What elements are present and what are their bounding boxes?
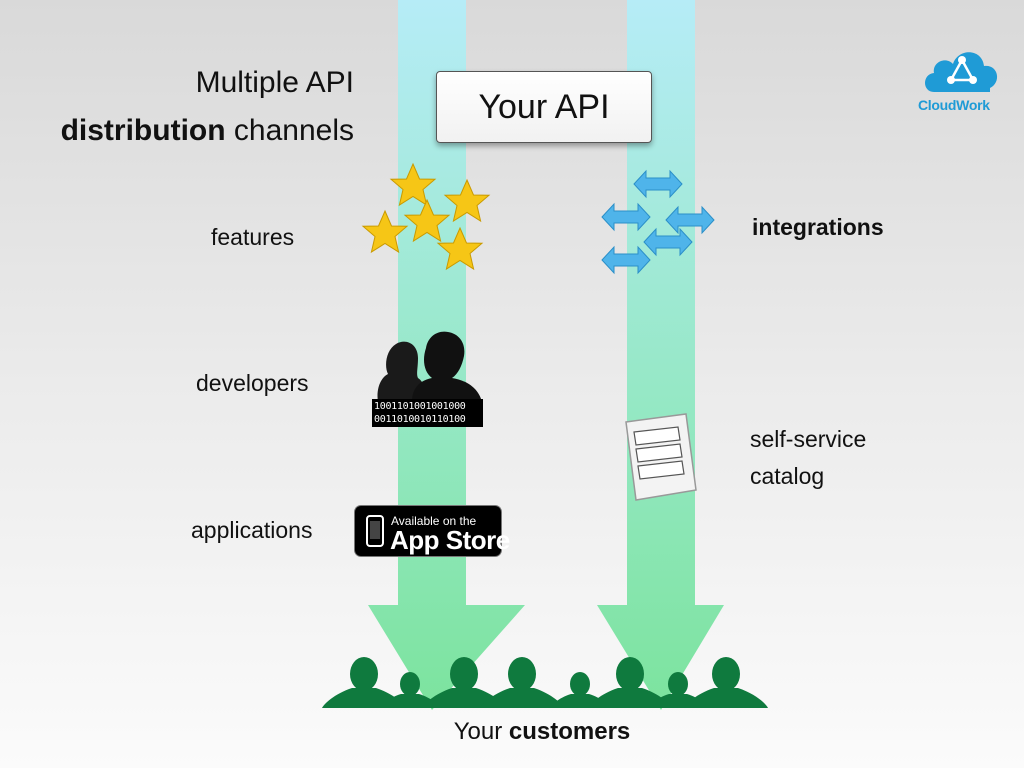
star-icon: [437, 227, 483, 270]
your-api-box: Your API: [436, 71, 652, 143]
integrations-arrows: [601, 170, 715, 274]
star-icon: [390, 163, 436, 206]
bidirectional-arrow-icon: [665, 206, 715, 234]
label-integrations: integrations: [752, 214, 884, 240]
bidirectional-arrow-icon: [601, 246, 651, 274]
cloudwork-logo-icon: [925, 52, 998, 92]
bidirectional-arrow-icon: [601, 203, 651, 231]
bidirectional-arrow-icon: [643, 228, 693, 256]
customers-caption: Your customers: [0, 718, 1024, 746]
title-bold-word: distribution: [60, 114, 226, 147]
label-features: features: [211, 224, 295, 250]
features-stars: [362, 163, 490, 270]
document-form-icon: [625, 413, 697, 501]
cloudwork-logo-text: CloudWork: [918, 97, 990, 113]
developer-silhouette-icon: [377, 331, 482, 402]
app-store-small-text: Available on the: [391, 514, 477, 528]
right-stream-arrow: [597, 0, 724, 710]
star-icon: [362, 210, 408, 253]
customers-bold: customers: [508, 718, 631, 745]
bidirectional-arrow-icon: [633, 170, 683, 198]
binary-line-2: 0011010010110100: [374, 414, 466, 425]
label-self-service: self-service: [750, 426, 867, 452]
title-line-1: Multiple API: [195, 66, 354, 99]
star-icon: [404, 199, 450, 242]
your-api-label: Your API: [478, 87, 610, 126]
apple-phone-icon: [366, 515, 384, 547]
title-line-2: distribution channels: [61, 114, 354, 148]
title-rest: channels: [225, 114, 354, 147]
customer-crowd-icon: [322, 657, 768, 708]
binary-line-1: 1001101001001000: [374, 401, 466, 412]
label-catalog: catalog: [750, 463, 825, 489]
app-store-big-text: App Store: [390, 525, 510, 555]
star-icon: [444, 179, 490, 222]
label-developers: developers: [196, 370, 309, 396]
app-store-badge[interactable]: Available on the App Store: [354, 505, 510, 557]
customers-prefix: Your: [453, 718, 509, 745]
binary-code-block: 1001101001001000 0011010010110100: [372, 399, 483, 427]
label-applications: applications: [191, 517, 313, 543]
